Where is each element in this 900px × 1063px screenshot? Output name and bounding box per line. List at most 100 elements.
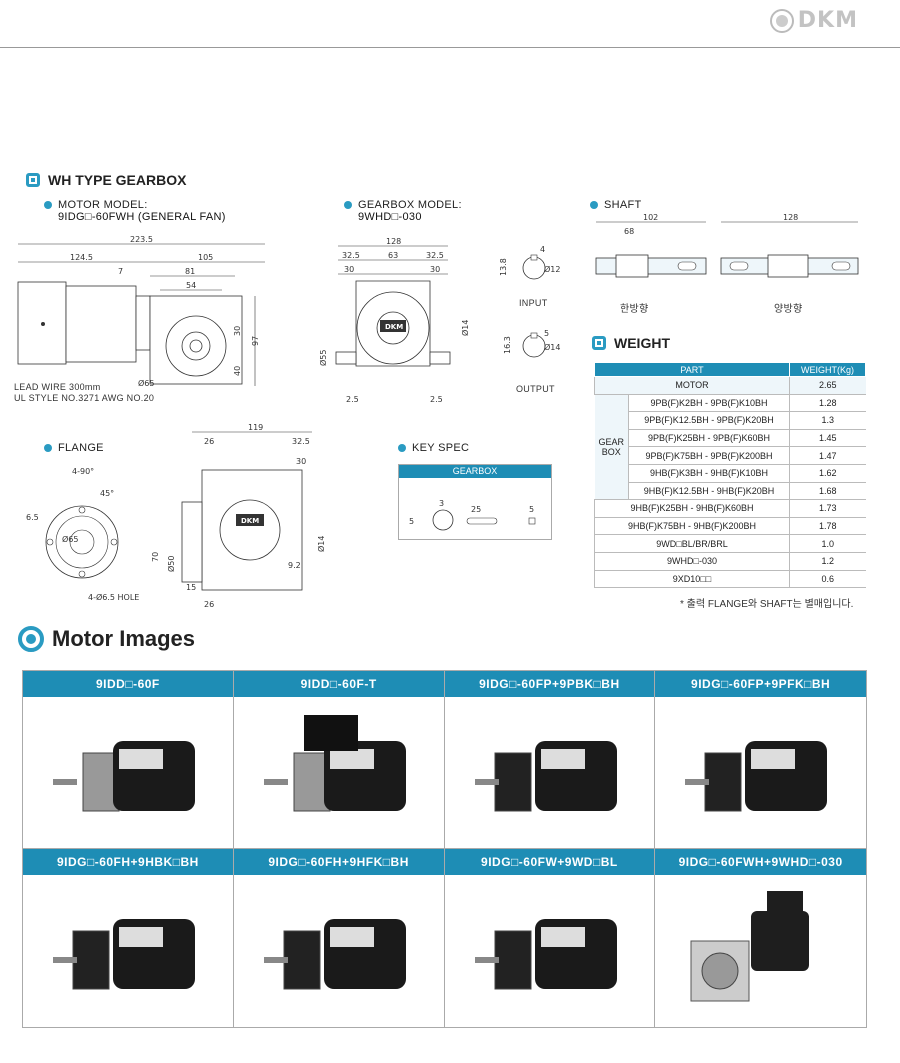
front-dim-dia14: Ø14 <box>460 320 470 336</box>
dot-icon <box>590 201 598 209</box>
motor-image <box>655 697 866 848</box>
flange-dim-15: 15 <box>186 583 196 592</box>
key-dim-5: 5 <box>409 517 414 526</box>
motor-image-card: 9IDG□-60FP+9PBK□BH <box>444 671 656 849</box>
motor-image-card: 9IDG□-60FWH+9WHD□-030 <box>655 849 866 1027</box>
flange-dim-dia50: Ø50 <box>166 556 176 572</box>
motor-image-label: 9IDG□-60FH+9HBK□BH <box>23 849 233 875</box>
front-dim-25b: 2.5 <box>430 395 443 404</box>
output-label: OUTPUT <box>516 384 555 394</box>
dim-gear-len: 105 <box>198 253 213 262</box>
motor-image-card: 9IDG□-60FP+9PFK□BH <box>655 671 866 849</box>
weight-col-weight: WEIGHT(Kg) <box>789 362 866 377</box>
dim-motor-len: 124.5 <box>70 253 93 262</box>
weight-footnote: * 출력 FLANGE와 SHAFT는 별매입니다. <box>680 599 854 610</box>
weight-value: 1.62 <box>789 464 866 483</box>
side-view-drawing: 223.5 124.5 105 7 81 54 97 30 40 Ø65 <box>17 236 265 388</box>
motor-image-label: 9IDD□-60F-T <box>233 671 444 697</box>
motor-label: MOTOR <box>594 376 790 395</box>
flange-dim-45: 45° <box>100 489 114 498</box>
key-dim-25: 25 <box>471 505 481 514</box>
motor-photo <box>53 919 195 990</box>
dim-dia65: Ø65 <box>138 378 154 388</box>
motor-image-card: 9IDD□-60F-T <box>233 671 445 849</box>
flange-dim-325: 32.5 <box>292 437 310 446</box>
motor-photo <box>474 919 617 990</box>
weight-part: 9WHD□-030 <box>594 552 790 571</box>
dkm-logo-icon <box>769 8 794 33</box>
weight-part: 9HB(F)K25BH - 9HB(F)K60BH <box>594 499 790 518</box>
motor-image <box>23 875 233 1027</box>
weight-heading: WEIGHT <box>592 335 670 351</box>
front-dim-25a: 2.5 <box>346 395 359 404</box>
front-dim-325b: 32.5 <box>426 251 444 260</box>
dot-icon <box>398 444 406 452</box>
input-dim-12: Ø12 <box>544 264 560 274</box>
motor-image-card: 9IDG□-60FH+9HBK□BH <box>23 849 234 1027</box>
front-dim-30b: 30 <box>430 265 440 274</box>
motor-model-value: 9IDG□-60FWH (GENERAL FAN) <box>58 211 226 223</box>
weight-row: 9XD10□□0.6 <box>594 570 866 589</box>
motor-photo <box>690 891 810 1002</box>
flange-mount-drawing: 119 26 32.5 30 DKM 70 Ø50 Ø14 9.2 15 26 <box>152 423 326 609</box>
flange-dim-dia65: Ø65 <box>62 534 78 544</box>
dim-7: 7 <box>118 267 123 276</box>
motor-photo <box>685 741 828 812</box>
flange-dim-dia14: Ø14 <box>316 536 326 552</box>
dim-97: 97 <box>251 336 260 346</box>
motor-image <box>23 697 233 848</box>
weight-col-part: PART <box>594 362 790 377</box>
motor-photo <box>53 741 195 812</box>
motor-image-label: 9IDG□-60FP+9PBK□BH <box>444 671 655 697</box>
output-dim-14: Ø14 <box>544 342 560 352</box>
dot-icon <box>44 444 52 452</box>
input-dim-138: 13.8 <box>499 258 508 276</box>
front-dkm-text: DKM <box>385 323 403 331</box>
brand-name: DKM <box>797 8 858 33</box>
key-spec-label: KEY SPEC <box>398 442 469 454</box>
flange-dim-65: 6.5 <box>26 513 39 522</box>
dot-icon <box>44 201 52 209</box>
header-divider <box>0 47 900 48</box>
flange-dim-30: 30 <box>296 457 306 466</box>
dim-40: 40 <box>233 366 242 376</box>
motor-weight: 2.65 <box>789 376 866 395</box>
weight-part: 9XD10□□ <box>594 570 790 589</box>
weight-part: 9PB(F)K12.5BH - 9PB(F)K20BH <box>628 411 790 430</box>
weight-value: 1.2 <box>789 552 866 571</box>
weight-value: 1.68 <box>789 482 866 501</box>
front-dim-128: 128 <box>386 237 401 246</box>
key-spec-bar: GEARBOX <box>399 465 551 478</box>
flange-dim-holes: 4-Ø6.5 HOLE <box>88 592 139 602</box>
motor-image-label: 9IDG□-60FP+9PFK□BH <box>655 671 866 697</box>
motor-images-heading: Motor Images <box>18 626 195 652</box>
input-label: INPUT <box>519 298 548 308</box>
front-dim-63: 63 <box>388 251 398 260</box>
input-output-drawing: 13.8 4 Ø12 16.3 5 Ø14 <box>499 245 560 358</box>
gearbox-model-label: GEARBOX MODEL: <box>344 199 462 211</box>
lead-wire-note: LEAD WIRE 300mm UL STYLE NO.3271 AWG NO.… <box>14 382 155 403</box>
gearbox-model-value: 9WHD□-030 <box>358 211 422 223</box>
weight-value: 0.6 <box>789 570 866 589</box>
front-dim-30a: 30 <box>344 265 354 274</box>
motor-image <box>234 875 444 1027</box>
output-dim-5: 5 <box>544 329 549 338</box>
motor-image-label: 9IDG□-60FW+9WD□BL <box>444 849 655 875</box>
motor-image-card: 9IDG□-60FW+9WD□BL <box>444 849 656 1027</box>
weight-value: 1.73 <box>789 499 866 518</box>
motor-photo <box>263 919 406 990</box>
flange-label: FLANGE <box>44 442 104 454</box>
key-spec-box: GEARBOX 3 5 25 5 <box>398 464 552 540</box>
flange-dim-26b: 26 <box>204 600 214 609</box>
motor-photo <box>474 741 617 812</box>
output-dim-163: 16.3 <box>503 336 512 354</box>
